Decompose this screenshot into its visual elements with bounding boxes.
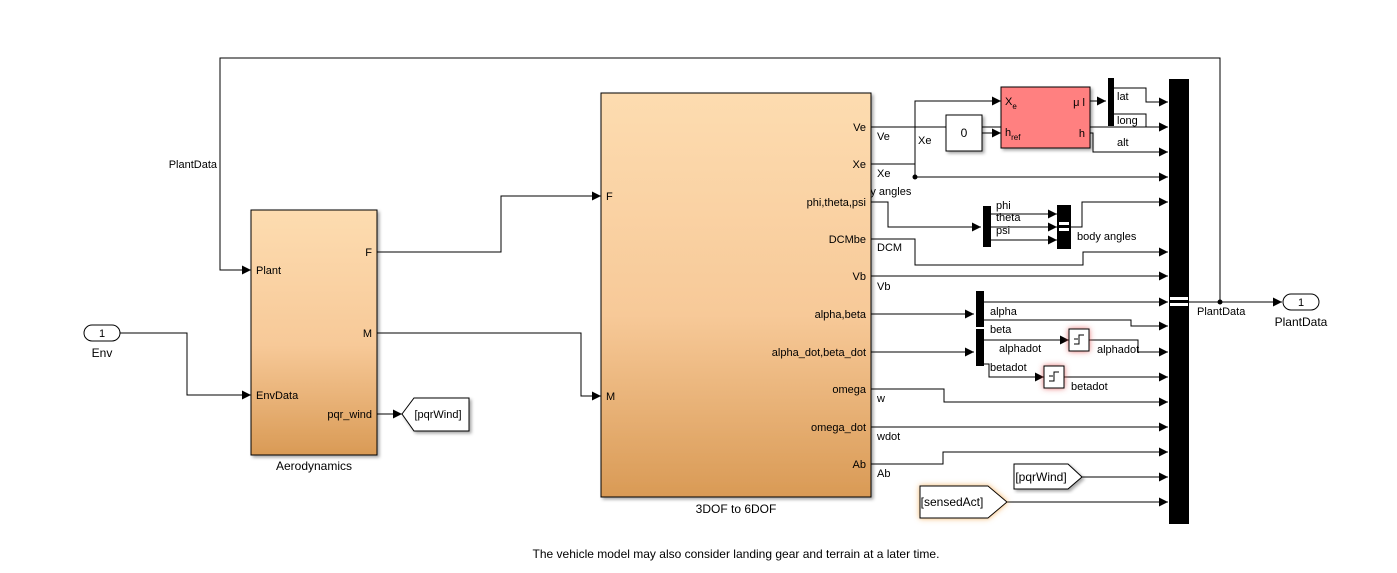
from-tag-sensedact: [sensedAct]: [921, 495, 984, 509]
label-psi: psi: [996, 225, 1010, 237]
label-wdot: wdot: [876, 431, 900, 443]
sixdof-port-alpha-beta: alpha,beta: [815, 309, 867, 321]
outport-plantdata[interactable]: 1 PlantData: [1275, 293, 1328, 329]
from-pqrwind[interactable]: [pqrWind]: [1013, 463, 1083, 490]
aero-port-pqr-wind: pqr_wind: [327, 409, 372, 421]
sixdof-port-euler: phi,theta,psi: [807, 197, 866, 209]
sixdof-block[interactable]: F M Ve Xe phi,theta,psi DCMbe Vb alpha,b…: [600, 92, 872, 516]
label-lat: lat: [1117, 91, 1129, 103]
wire-betadot[interactable]: [984, 363, 1044, 382]
signal-lines: [120, 57, 1282, 507]
sixdof-port-omega: omega: [832, 384, 867, 396]
constant-value: 0: [961, 126, 968, 140]
constant-block[interactable]: 0: [945, 114, 983, 152]
lla-port-mu-l: μ l: [1073, 97, 1085, 109]
aero-port-m: M: [363, 328, 372, 340]
sixdof-port-vb: Vb: [853, 271, 866, 283]
from-tag-pqrwind: [pqrWind]: [1015, 470, 1066, 484]
wire-euler[interactable]: [871, 201, 981, 232]
label-body-angles-out: body angles: [1077, 231, 1137, 243]
label-dcm: DCM: [877, 242, 902, 254]
label-plantdata-feedback: PlantData: [169, 159, 218, 171]
label-xe-branch: Xe: [918, 135, 931, 147]
from-sensedact[interactable]: [sensedAct]: [919, 485, 1008, 519]
outport-name: PlantData: [1275, 315, 1328, 329]
label-alphadot-out: alphadot: [1097, 344, 1139, 356]
label-phi: phi: [996, 200, 1011, 212]
label-alphadot: alphadot: [999, 343, 1041, 355]
aero-port-envdata: EnvData: [256, 390, 299, 402]
label-beta: beta: [990, 324, 1012, 336]
wire-beta[interactable]: [984, 319, 1168, 331]
label-alt: alt: [1117, 137, 1129, 149]
wire-body-angles-in[interactable]: [1071, 197, 1168, 228]
inport-env[interactable]: 1 Env: [83, 324, 121, 360]
lla-port-x: Xe: [1005, 96, 1017, 111]
label-ab: Ab: [877, 468, 890, 480]
wire-xe-branch[interactable]: [914, 96, 1001, 177]
sixdof-port-ab: Ab: [853, 459, 866, 471]
wire-lat[interactable]: [1114, 87, 1168, 107]
euler-demux[interactable]: [983, 206, 991, 247]
label-xe: Xe: [877, 168, 890, 180]
label-betadot-out: betadot: [1071, 381, 1108, 393]
wire-plantdata-feedback[interactable]: [219, 57, 1221, 302]
label-w: w: [876, 393, 885, 405]
body-angles-mux[interactable]: [1057, 205, 1071, 249]
inport-name: Env: [92, 346, 113, 360]
wire-alt[interactable]: [1090, 132, 1168, 157]
sixdof-port-xe: Xe: [853, 159, 866, 171]
label-vb: Vb: [877, 281, 890, 293]
label-theta: theta: [996, 212, 1021, 224]
wire-dcm[interactable]: [871, 238, 1168, 266]
sixdof-port-m: M: [606, 391, 615, 403]
outport-number: 1: [1298, 297, 1304, 309]
sixdof-title: 3DOF to 6DOF: [696, 502, 777, 516]
lla-port-h-out: h: [1079, 128, 1085, 140]
sixdof-port-alphadot-betadot: alpha_dot,beta_dot: [772, 347, 866, 359]
wire-alphadot-out[interactable]: [1089, 339, 1168, 357]
wire-ab[interactable]: [871, 447, 1168, 465]
flat-earth-to-lla-block[interactable]: Xe href μ l h: [1000, 86, 1091, 149]
wire-moment[interactable]: [377, 332, 601, 401]
bus-creator[interactable]: [1169, 79, 1189, 524]
sixdof-port-f: F: [606, 191, 613, 203]
goto-pqrwind[interactable]: [pqrWind]: [401, 397, 470, 432]
wire-long[interactable]: [1114, 113, 1168, 132]
inport-number: 1: [99, 328, 105, 340]
label-long: long: [1117, 115, 1138, 127]
lla-demux[interactable]: [1108, 78, 1114, 126]
lla-port-h: href: [1005, 127, 1021, 142]
aero-port-plant: Plant: [256, 265, 281, 277]
wire-force[interactable]: [377, 191, 601, 253]
sixdof-port-dcmbe: DCMbe: [829, 234, 866, 246]
alphadot-betadot-demux[interactable]: [976, 329, 984, 366]
wire-omega[interactable]: [871, 388, 1168, 407]
label-ve: Ve: [877, 131, 890, 143]
aero-port-f: F: [365, 247, 372, 259]
label-plantdata-bus: PlantData: [1197, 306, 1246, 318]
goto-tag: [pqrWind]: [414, 409, 461, 421]
aero-title: Aerodynamics: [276, 459, 352, 473]
label-alpha: alpha: [990, 306, 1018, 318]
branch-point-plantdata: [1217, 299, 1223, 305]
sixdof-port-ve: Ve: [853, 122, 866, 134]
aerodynamics-block[interactable]: Plant EnvData F M pqr_wind Aerodynamics: [250, 209, 378, 473]
alpha-beta-demux[interactable]: [976, 291, 984, 327]
sixdof-port-omega-dot: omega_dot: [811, 422, 866, 434]
wire-env[interactable]: [120, 332, 251, 400]
label-betadot: betadot: [990, 362, 1027, 374]
betadot-unit-block[interactable]: [1043, 365, 1065, 389]
branch-point-xe: [912, 174, 918, 180]
annotation-note: The vehicle model may also consider land…: [533, 547, 940, 561]
alphadot-unit-block[interactable]: [1068, 328, 1090, 352]
